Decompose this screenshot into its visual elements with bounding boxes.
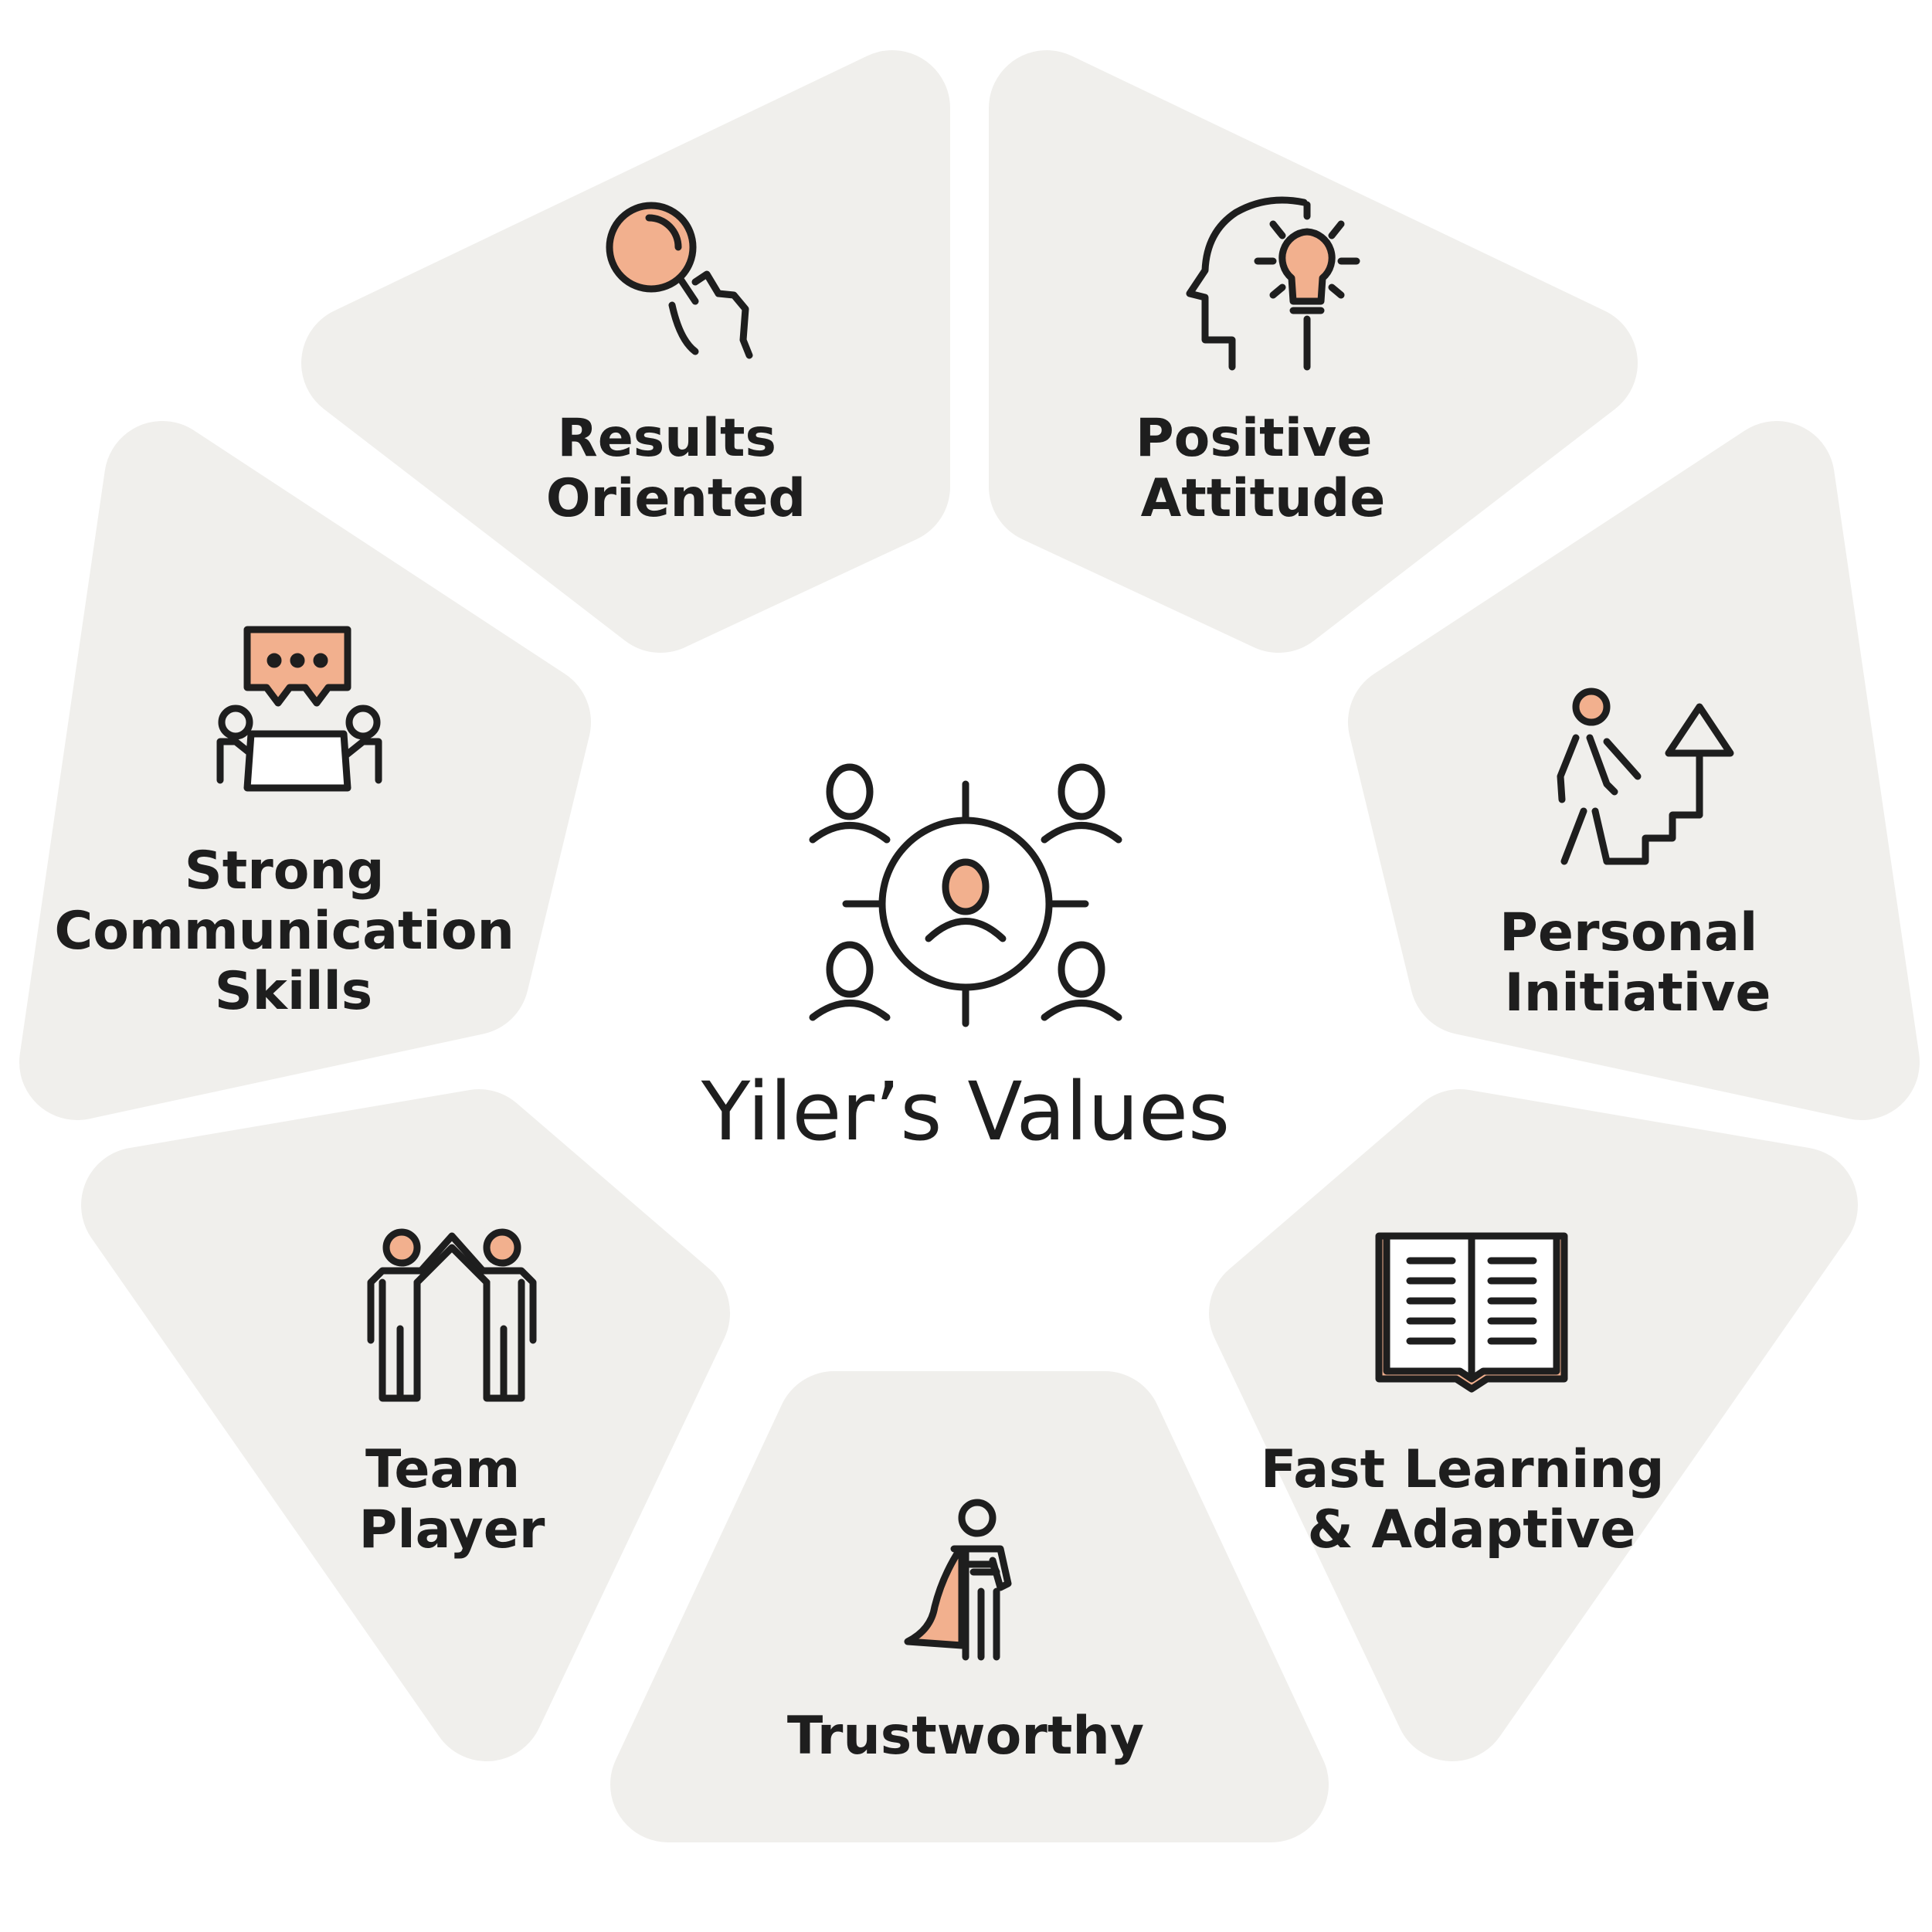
people-target-icon [809,763,1122,1027]
value-label-fast-learning: Fast Learning & Adaptive [1261,1439,1682,1560]
value-label-personal-initiative: Personal Initiative [1499,902,1776,1024]
value-label-results-oriented: Results Oriented [546,408,806,529]
value-label-positive-attitude: Positive Attitude [1136,408,1390,529]
segment-team-player [81,1089,730,1761]
magnifier-hand-icon [606,202,753,359]
value-label-strong-communication: Strong Communication Skills [54,840,532,1022]
segment-results-oriented [301,50,950,653]
diagram-title: Yiler’s Values [701,1064,1230,1159]
team-high-five-icon [367,1228,537,1402]
walking-stairs-arrow-icon [1557,688,1734,865]
open-book-icon [1375,1232,1568,1393]
segment-positive-attitude [989,50,1638,653]
superhero-cape-icon [904,1499,1012,1661]
head-lightbulb-icon [1186,196,1360,371]
segment-fast-learning [1209,1089,1858,1761]
meeting-chat-icon [216,626,382,792]
value-label-trustworthy: Trustworthy [787,1706,1144,1767]
segment-trustworthy [610,1371,1329,1842]
value-label-team-player: Team Player [359,1439,545,1560]
